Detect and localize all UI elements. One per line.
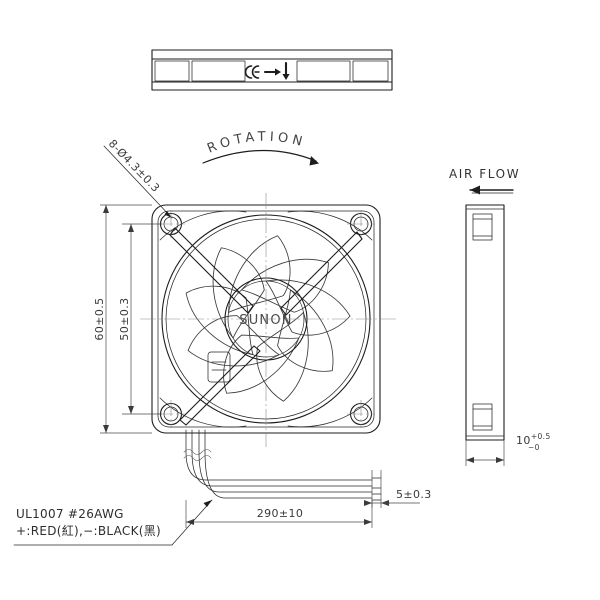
- strut-upper-right: [280, 231, 363, 316]
- fan-blade: [185, 285, 254, 356]
- hole-callout-arrow: [164, 211, 172, 218]
- top-view-window-right-b: [352, 60, 389, 82]
- lead-wire-2: [191, 429, 373, 487]
- lead-wire-1: [185, 429, 373, 481]
- dimension-60-text: 60±0.5: [93, 297, 106, 340]
- lead-wire-4: [204, 429, 373, 499]
- arrow-right-icon: [263, 68, 281, 76]
- wire-spec-arrow: [203, 500, 212, 507]
- dimension-60: 60±0.5: [93, 205, 109, 433]
- wire-spec-leader: [13, 499, 213, 546]
- strut-lower-left: [179, 345, 261, 426]
- side-view-hole-bottom: [472, 403, 493, 431]
- wire-spec-line-1: UL1007 #26AWG: [16, 507, 124, 521]
- front-view-dimensions: 60±0.5 50±0.3: [93, 204, 162, 434]
- frame-web-bl: [159, 397, 247, 428]
- front-view-group: SUNON: [140, 193, 396, 447]
- strut-upper-left: [169, 227, 254, 314]
- dimension-strip-length: 5±0.3: [364, 470, 432, 508]
- support-struts-group: [169, 227, 363, 426]
- arrow-down-icon: [282, 61, 290, 80]
- dimension-50: 50±0.3: [118, 224, 134, 414]
- hub-brand-label: SUNON: [239, 313, 292, 328]
- frame-web-tl: [159, 210, 247, 241]
- wire-spec-line-2: +:RED(紅),−:BLACK(黑): [16, 524, 161, 538]
- arrow-down-head: [282, 74, 290, 80]
- dimension-wire-length-text: 290±10: [257, 507, 304, 520]
- mounting-hole-bottom-right: [347, 400, 375, 428]
- dimension-50-text: 50±0.3: [118, 297, 131, 340]
- rotation-arc: [202, 149, 317, 164]
- fan-blade: [265, 279, 351, 336]
- dimension-wire-length: 290±10: [185, 500, 373, 528]
- top-view-window-right-a: [296, 60, 351, 82]
- top-view-window-left-a: [154, 60, 190, 82]
- thickness-nominal: 10: [516, 434, 531, 447]
- fan-blade: [277, 289, 334, 372]
- thickness-lower-tol: −0: [528, 443, 540, 452]
- fan-blade: [187, 315, 280, 367]
- fan-blade: [241, 258, 329, 313]
- air-flow-arrow-icon: [469, 185, 514, 195]
- air-flow-label: AIR FLOW: [449, 167, 520, 181]
- lead-wire-group: 290±10 5±0.3 UL1007 #26AWG +:RED(紅),−:BL…: [13, 429, 432, 546]
- fan-frame-inner: [157, 210, 375, 428]
- side-view-group: AIR FLOW 10+0.5 −: [449, 167, 551, 466]
- dimension-thickness-text: 10+0.5: [516, 432, 551, 447]
- wire-break-symbol-2: [183, 455, 212, 461]
- top-view-group: [151, 49, 393, 91]
- thickness-upper-tol: +0.5: [531, 432, 551, 441]
- dimension-thickness: 10+0.5 −0: [465, 432, 551, 466]
- side-view-outline: [465, 204, 505, 441]
- fan-blade: [228, 235, 291, 313]
- side-view-hole-top: [472, 213, 493, 241]
- mounting-hole-top-right: [347, 210, 375, 238]
- wire-break-symbol-1: [183, 449, 212, 455]
- fan-blade: [223, 334, 300, 394]
- terminal-block: [207, 351, 231, 383]
- fan-blade: [256, 311, 309, 402]
- arrow-right-head: [275, 68, 281, 76]
- ce-mark-icon: [244, 65, 260, 79]
- lead-wire-3: [198, 429, 373, 493]
- rotation-arrow-head: [309, 156, 319, 166]
- dimension-strip-length-text: 5±0.3: [396, 488, 432, 501]
- top-view-outline: [151, 49, 393, 91]
